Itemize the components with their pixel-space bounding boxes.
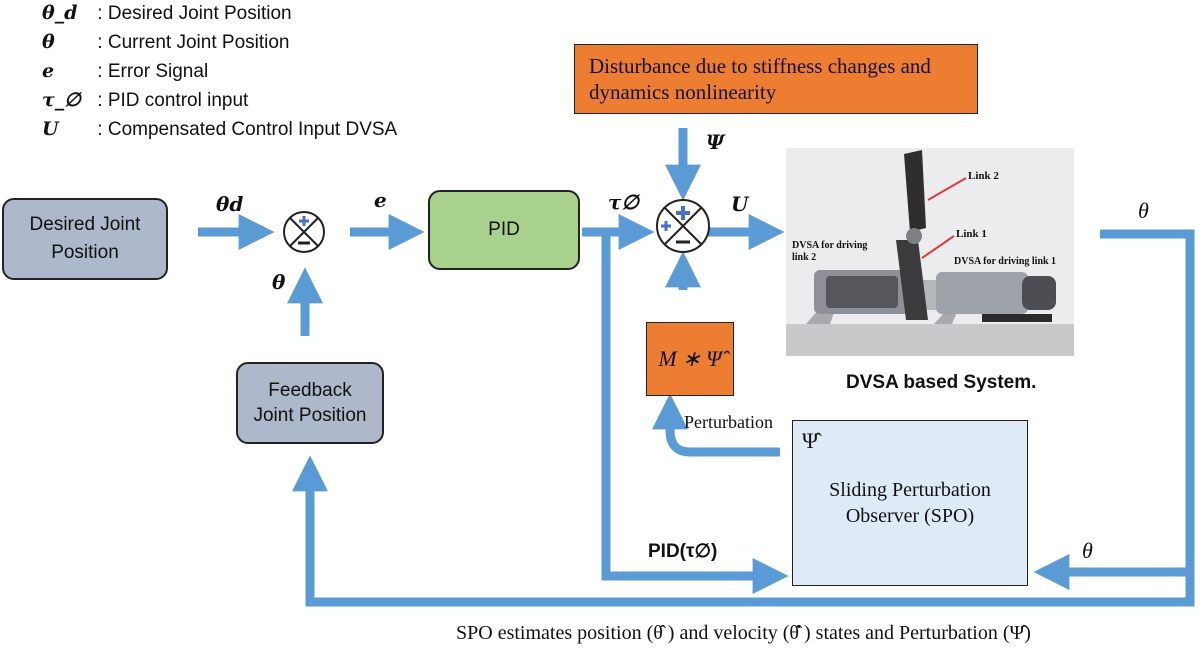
legend-meaning: Compensated Control Input DVSA <box>107 119 398 140</box>
legend-row-tau: τ_∅ : PID control input <box>42 89 248 112</box>
photo-label-link2: Link 2 <box>968 170 999 182</box>
arrow-tau-to-spo <box>601 234 789 594</box>
signal-theta-d: θd <box>216 192 244 216</box>
legend-symbol: U <box>42 118 59 140</box>
feedback-joint-position-block: Feedback Joint Position <box>236 362 384 444</box>
signal-theta-output: θ <box>1138 198 1149 223</box>
spo-block: Sliding Perturbation Observer (SPO) <box>792 420 1028 586</box>
pid-block: PID <box>428 190 580 270</box>
summing-junction-1 <box>283 211 325 253</box>
arrow-spo-to-mpsi <box>652 393 780 457</box>
signal-perturbation: Perturbation <box>684 412 773 432</box>
photo-label-dvsa-link2: DVSA for driving link 2 <box>792 240 868 263</box>
signal-psi-hat: Ψ̂ <box>802 428 819 453</box>
legend-separator: : <box>97 32 103 53</box>
legend-symbol: θ_d <box>42 2 78 24</box>
legend-separator: : <box>97 90 103 111</box>
signal-theta-to-spo: θ <box>1082 538 1093 563</box>
m-psi-hat-block: M ∗ Ψ̂ <box>646 322 734 396</box>
legend-meaning: Error Signal <box>107 61 209 82</box>
footnote: SPO estimates position (θ̂ ) and velocit… <box>456 622 1031 644</box>
photo-label-link1: Link 1 <box>956 228 987 240</box>
legend-symbol: e <box>42 60 55 82</box>
pid-block-label: PID <box>488 219 520 240</box>
system-caption: DVSA based System. <box>846 372 1037 393</box>
desired-block-label: Desired Joint Position <box>29 214 141 263</box>
signal-pid-tau: PID(τ∅) <box>648 541 718 562</box>
signal-theta-feedback: θ <box>272 270 286 294</box>
disturbance-block-label: Disturbance due to stiffness changes and… <box>589 54 931 104</box>
dvsa-system-photo: Link 2 Link 1 DVSA for driving link 2 DV… <box>786 148 1074 356</box>
photo-label-dvsa-link1: DVSA for driving link 1 <box>954 256 1057 267</box>
legend-meaning: PID control input <box>107 90 249 111</box>
summing-junction-2 <box>656 199 710 253</box>
m-psi-hat-label: M ∗ Ψ̂ <box>658 346 722 371</box>
signal-u: U <box>731 192 749 216</box>
legend-meaning: Current Joint Position <box>107 32 290 53</box>
disturbance-block: Disturbance due to stiffness changes and… <box>574 44 978 114</box>
dvsa-illustration <box>786 148 1074 356</box>
legend-row-theta: θ : Current Joint Position <box>42 31 290 54</box>
signal-e: e <box>374 188 387 212</box>
signal-tau: τ∅ <box>608 190 639 214</box>
desired-joint-position-block: Desired Joint Position <box>2 198 168 280</box>
line-theta-output <box>292 229 1195 607</box>
signal-psi: Ψ <box>706 130 725 154</box>
legend-row-e: e : Error Signal <box>42 60 208 83</box>
legend-separator: : <box>97 3 103 24</box>
legend-symbol: θ <box>42 31 55 53</box>
legend-separator: : <box>97 119 103 140</box>
spo-block-label: Sliding Perturbation Observer (SPO) <box>829 479 991 527</box>
legend-row-u: U : Compensated Control Input DVSA <box>42 118 397 141</box>
legend-row-theta-d: θ_d : Desired Joint Position <box>42 2 292 25</box>
feedback-block-label: Feedback Joint Position <box>253 380 367 426</box>
legend-symbol: τ_∅ <box>42 89 81 111</box>
legend-separator: : <box>97 61 103 82</box>
legend-meaning: Desired Joint Position <box>107 3 292 24</box>
